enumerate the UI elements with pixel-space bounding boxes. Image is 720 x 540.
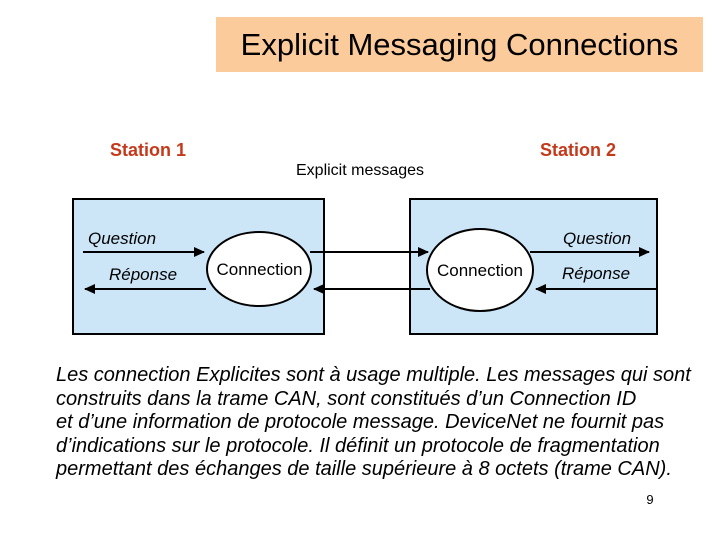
body-line: et d’une information de protocole messag… — [56, 411, 665, 433]
station-1-label: Station 1 — [110, 140, 187, 160]
slide-title: Explicit Messaging Connections — [240, 26, 679, 62]
connection-label-right: Connection — [436, 261, 523, 280]
body-line: Les connection Explicites sont à usage m… — [56, 364, 691, 386]
question-label-right: Question — [563, 229, 632, 248]
question-label-left: Question — [88, 229, 157, 248]
explicit-messages-label: Explicit messages — [296, 162, 425, 179]
response-label-left: Réponse — [109, 265, 178, 284]
station-2-label: Station 2 — [540, 140, 617, 160]
page-number: 9 — [646, 492, 654, 507]
response-label-right: Réponse — [562, 264, 631, 283]
body-line: construits dans la trame CAN, sont const… — [56, 387, 637, 410]
connection-label-left: Connection — [216, 260, 303, 279]
body-line: d’indications sur le protocole. Il défin… — [56, 434, 660, 457]
body-paragraph: Les connection Explicites sont à usage m… — [56, 364, 691, 482]
slide-title-bar: Explicit Messaging Connections — [216, 17, 703, 72]
body-line: permettant des échanges de taille supéri… — [56, 458, 672, 480]
